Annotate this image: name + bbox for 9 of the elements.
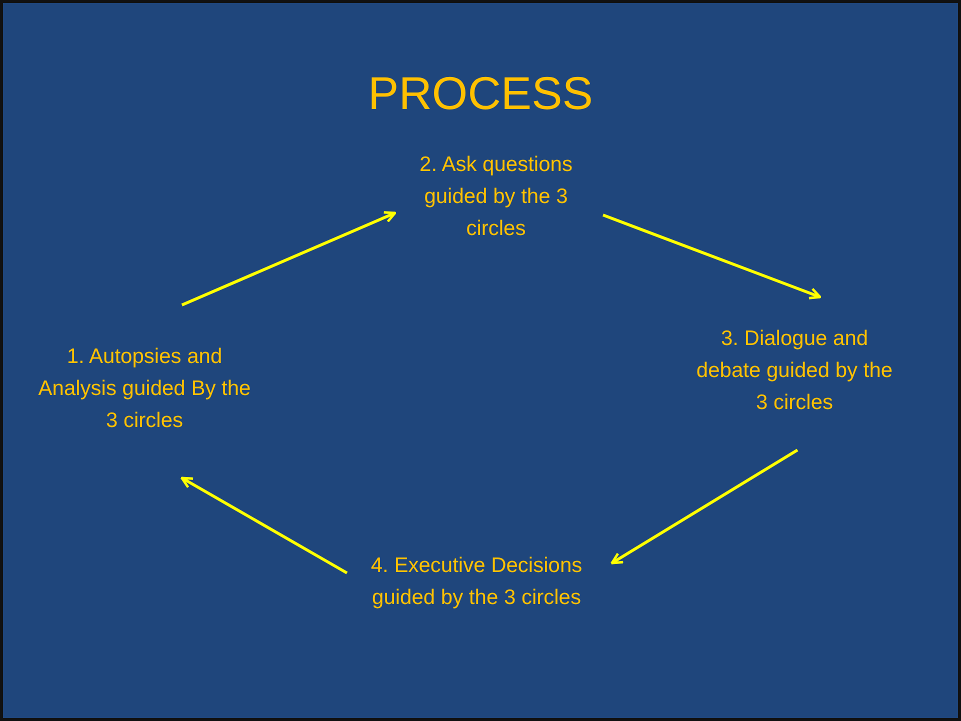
slide-title: PROCESS <box>367 66 594 121</box>
arrow <box>180 476 348 574</box>
step-text: 1. Autopsies and Analysis guided By the 3 circles <box>37 344 252 434</box>
arrow <box>602 214 822 300</box>
step-text: 3. Dialogue and debate guided by the 3 circles <box>695 326 894 416</box>
step-text: 2. Ask questions guided by the 3 circles <box>418 152 574 242</box>
step-text: 4. Executive Decisions guided by the 3 circles <box>370 553 584 611</box>
arrow <box>610 448 798 564</box>
arrow <box>181 211 396 306</box>
